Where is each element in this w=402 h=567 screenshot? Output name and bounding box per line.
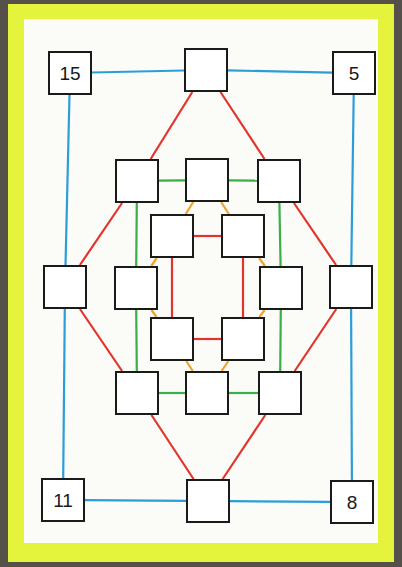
box-number: 15 (59, 64, 80, 83)
number-box (221, 214, 265, 258)
connector-line (294, 203, 336, 265)
connector-line (228, 70, 332, 72)
connector-line (229, 392, 258, 394)
connector-line (351, 95, 353, 265)
connector-line (151, 415, 193, 479)
box-number: 5 (349, 64, 360, 83)
connector-line (159, 179, 185, 182)
connector-line (221, 202, 229, 214)
connector-line (242, 258, 244, 317)
number-box (259, 266, 303, 310)
number-box (221, 317, 265, 361)
connector-line (92, 70, 184, 72)
number-box (329, 265, 373, 309)
connector-line (194, 338, 221, 340)
number-box (257, 159, 301, 203)
connector-line (135, 203, 138, 266)
number-box: 11 (41, 478, 85, 522)
number-box (150, 214, 194, 258)
number-box: 5 (332, 51, 376, 95)
number-box (185, 158, 229, 202)
number-box (186, 479, 230, 523)
connector-line (186, 202, 194, 214)
connector-line (194, 235, 221, 237)
connector-line (222, 361, 229, 371)
connector-line (80, 309, 122, 371)
connector-line (279, 203, 280, 266)
box-number: 8 (347, 493, 358, 512)
connector-line (279, 310, 282, 371)
connector-line (159, 392, 185, 394)
number-box (258, 371, 302, 415)
box-number: 11 (53, 491, 73, 510)
connector-line (151, 258, 157, 266)
connector-line (259, 258, 265, 266)
connector-line (186, 361, 192, 371)
connector-line (63, 309, 65, 478)
connector-line (220, 92, 264, 159)
connector-line (295, 309, 337, 371)
number-box (184, 48, 228, 92)
number-box: 8 (330, 480, 374, 524)
connector-line (259, 310, 264, 317)
connector-line (135, 310, 138, 371)
connector-line (230, 500, 330, 503)
connector-line (229, 179, 257, 182)
number-box (185, 371, 229, 415)
number-box (115, 159, 159, 203)
connector-line (151, 92, 193, 159)
connector-line (85, 499, 186, 502)
connector-line (152, 310, 157, 317)
number-box (115, 371, 159, 415)
connector-line (350, 309, 353, 480)
number-box (150, 317, 194, 361)
connector-line (66, 95, 70, 265)
connector-line (223, 415, 266, 479)
number-box (114, 266, 158, 310)
connector-line (171, 258, 173, 317)
connector-line (80, 203, 122, 265)
number-box (43, 265, 87, 309)
number-box: 15 (48, 51, 92, 95)
